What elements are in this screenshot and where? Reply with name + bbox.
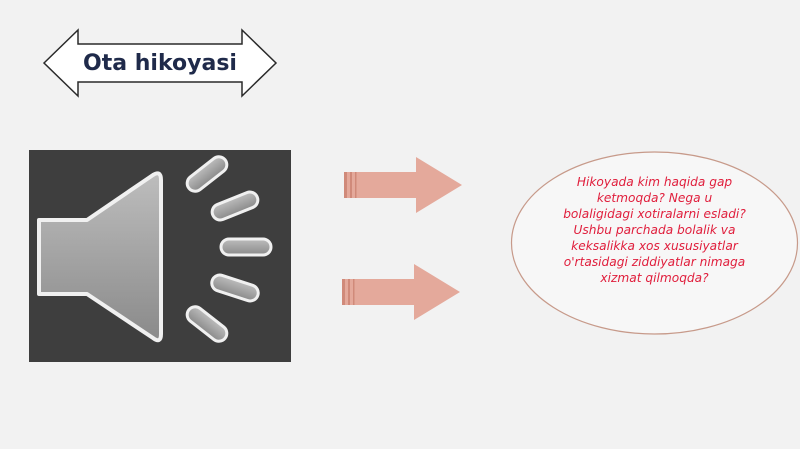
arrow-right-top (342, 155, 464, 219)
question-bubble: Hikoyada kim haqida gap ketmoqda? Nega u… (510, 150, 799, 336)
arrow-right-bottom (340, 262, 462, 326)
question-text: Hikoyada kim haqida gap ketmoqda? Nega u… (563, 175, 746, 285)
ellipse-shape (510, 151, 799, 335)
audio-speaker-button[interactable] (29, 150, 291, 362)
page-title: Ota hikoyasi (83, 50, 237, 76)
double-arrow-icon (42, 28, 278, 98)
arrow-right-icon (344, 157, 462, 213)
arrow-right-icon (342, 264, 460, 320)
title-double-arrow: Ota hikoyasi (42, 28, 278, 98)
speaker-volume-icon (37, 155, 273, 343)
